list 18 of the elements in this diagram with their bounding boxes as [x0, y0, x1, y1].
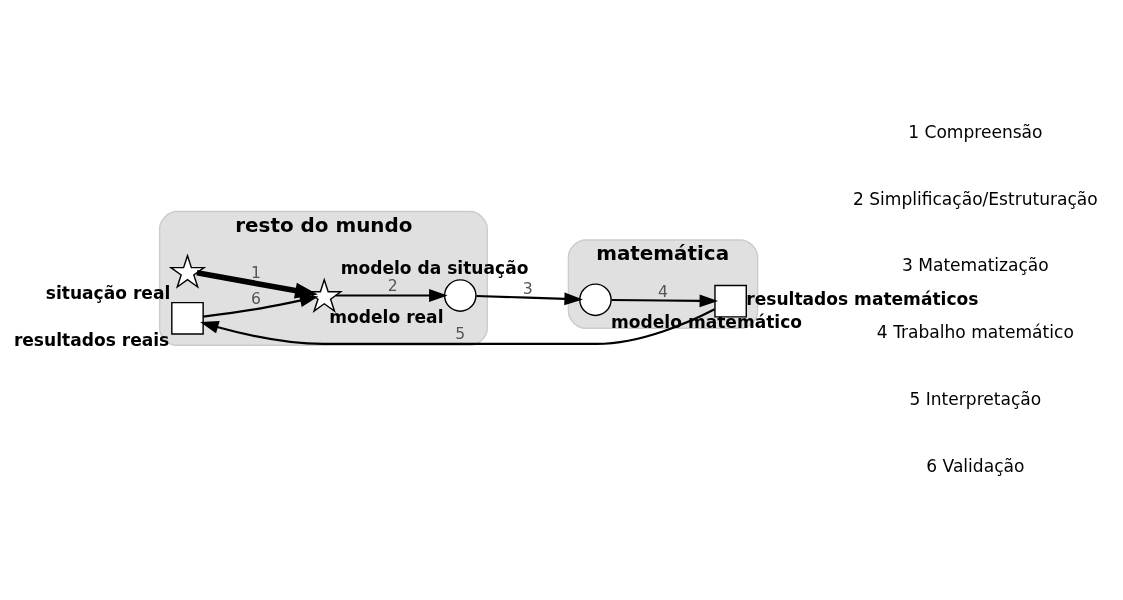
label: 4 Trabalho matemático — [876, 321, 1074, 342]
node-label: modelo real — [329, 306, 444, 327]
label: 3 Matematização — [901, 254, 1049, 275]
node-label: modelo da situação — [340, 257, 529, 278]
edge-label: 6 — [250, 288, 261, 308]
edge-label: 4 — [658, 281, 668, 301]
node-label: situação real — [45, 282, 171, 303]
node-label: resultados reais — [13, 329, 170, 350]
edge-label: 3 — [522, 278, 533, 298]
label: 6 Validação — [926, 455, 1025, 476]
label: 1 Compreensão — [908, 121, 1043, 142]
edge-label: 2 — [387, 275, 398, 295]
edge-label: 1 — [250, 262, 261, 282]
node-label: resultados matemáticos — [746, 288, 979, 309]
label: 2 Simplificação/Estruturação — [852, 188, 1098, 209]
node-label: modelo matemático — [611, 311, 803, 332]
edge-label: 5 — [455, 323, 466, 343]
label: 5 Interpretação — [909, 388, 1042, 409]
